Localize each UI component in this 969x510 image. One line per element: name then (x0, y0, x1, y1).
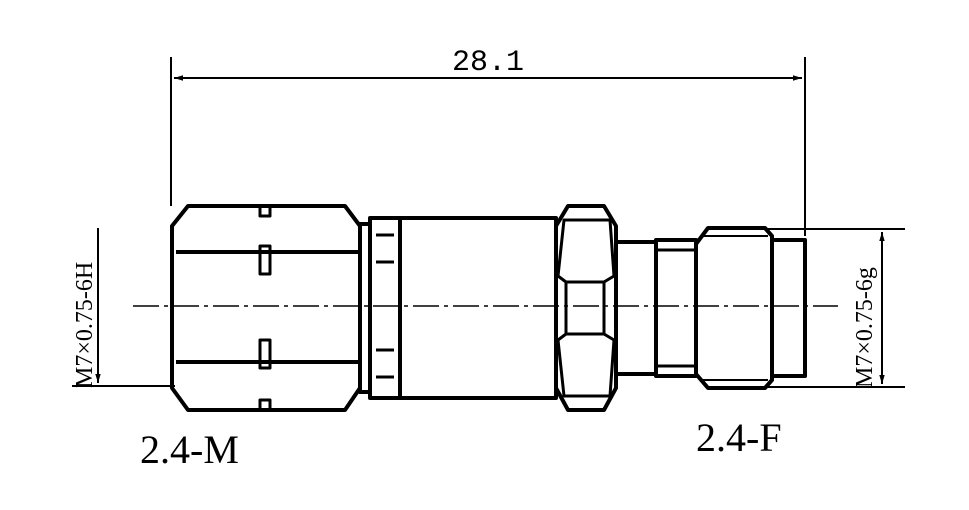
right-thread-text: M7×0.75-6g (852, 267, 878, 388)
connector-outline (170, 204, 807, 412)
overall-length-dimension (170, 57, 806, 236)
left-connector-label: 2.4-M (140, 427, 239, 472)
right-threaded-section (694, 226, 807, 390)
neck (614, 238, 698, 378)
left-coupling-nut (170, 204, 362, 412)
left-collar (358, 216, 402, 400)
right-connector-label: 2.4-F (696, 415, 782, 460)
right-thread-dimension (765, 228, 905, 388)
left-thread-text: M7×0.75-6H (72, 262, 98, 388)
overall-length-text: 28.1 (452, 46, 524, 80)
hex-nut (554, 204, 618, 412)
left-thread-dimension (72, 228, 175, 387)
main-body (398, 216, 558, 400)
